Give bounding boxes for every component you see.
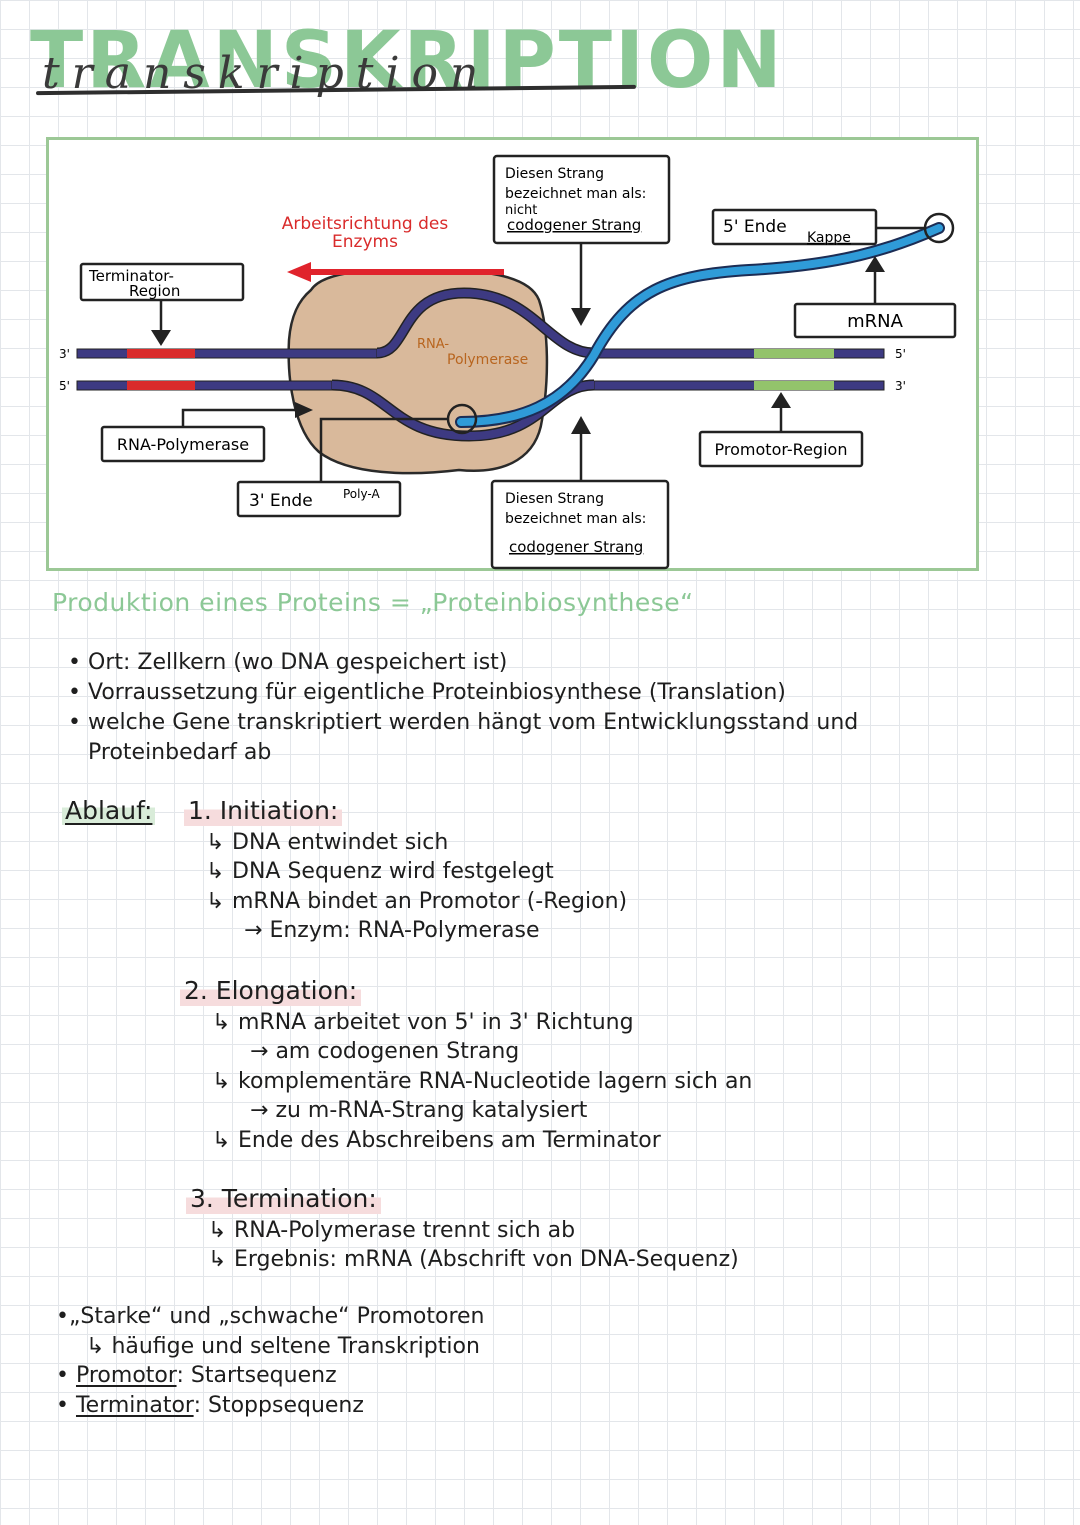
- phase-item: ↳DNA entwindet sich: [206, 828, 627, 858]
- right-arrow-icon: →: [250, 1098, 269, 1123]
- coding-label-line3: codogener Strang: [509, 538, 643, 556]
- non-coding-label-line1: Diesen Strang: [505, 166, 604, 182]
- promoter-label: Promotor-Region: [715, 440, 848, 459]
- phase-item: ↳mRNA bindet an Promotor (-Region): [206, 887, 627, 917]
- promoter-pointer-arrow: [771, 392, 791, 408]
- hook-arrow-icon: ↳: [206, 888, 225, 914]
- three-prime-end-box: [236, 480, 402, 518]
- strand-bottom-right-label: 3': [895, 379, 906, 393]
- hook-arrow-icon: ↳: [208, 1247, 227, 1272]
- bullet-item: Vorraussetzung für eigentliche Proteinbi…: [68, 678, 968, 708]
- terminator-label-line2: Region: [129, 282, 180, 300]
- enzyme-direction-arrow: [287, 262, 504, 282]
- mrna-pointer-arrow: [865, 256, 885, 272]
- phase-item: ↳RNA-Polymerase trennt sich ab: [208, 1216, 739, 1246]
- non-coding-pointer-arrow: [571, 308, 591, 326]
- non-coding-label-line4: codogener Strang: [507, 216, 641, 234]
- strand-top-right-label: 5': [895, 347, 906, 361]
- hook-arrow-icon: ↳: [86, 1333, 105, 1359]
- phase-item: ↳mRNA arbeitet von 5' in 3' Richtung: [212, 1008, 752, 1038]
- bullet-item: Ort: Zellkern (wo DNA gespeichert ist): [68, 648, 968, 678]
- mrna-label: mRNA: [847, 311, 904, 332]
- note-line: •„Starke“ und „schwache“ Promotoren: [56, 1304, 485, 1329]
- five-prime-end-sublabel: Kappe: [807, 230, 851, 246]
- hook-arrow-icon: ↳: [212, 1009, 231, 1035]
- polymerase-center-label-2: Polymerase: [447, 352, 528, 368]
- terminator-term: Terminator: [75, 1392, 194, 1418]
- phase-item: ↳DNA Sequenz wird festgelegt: [206, 857, 627, 887]
- dna-top-strand-bubble-fill: [376, 288, 595, 357]
- terminator-label-line1: Terminator-: [88, 267, 174, 285]
- phase-title: 1. Initiation:: [184, 796, 343, 826]
- hook-arrow-icon: ↳: [212, 1068, 231, 1094]
- note-line: • Promotor: Startsequenz: [56, 1363, 337, 1388]
- phase-item: ↳Ende des Abschreibens am Terminator: [212, 1126, 752, 1156]
- strand-bottom-left-label: 5': [59, 379, 70, 393]
- right-arrow-icon: →: [244, 918, 263, 943]
- coding-label-line1: Diesen Strang: [505, 491, 604, 507]
- hook-arrow-icon: ↳: [206, 829, 225, 855]
- bullet-list: Ort: Zellkern (wo DNA gespeichert ist) V…: [68, 648, 968, 768]
- promotor-term: Promotor: [75, 1363, 177, 1388]
- non-coding-label-line3: nicht: [505, 203, 537, 218]
- polymerase-pointer-arrow: [295, 402, 313, 418]
- note-line: ↳ häufige und seltene Transkription: [86, 1333, 480, 1359]
- polymerase-label: RNA-Polymerase: [117, 435, 249, 454]
- phase-initiation: 1. Initiation: ↳DNA entwindet sich ↳DNA …: [184, 796, 627, 946]
- direction-label-line2: Enzyms: [332, 232, 398, 252]
- three-prime-end-label: 3' Ende: [249, 491, 313, 511]
- coding-pointer-arrow: [571, 416, 591, 434]
- coding-label-line2: bezeichnet man als:: [505, 511, 646, 527]
- bullet-item: welche Gene transkriptiert werden hängt …: [68, 708, 968, 768]
- terminator-pointer-arrow: [151, 330, 171, 346]
- phase-title: 3. Termination:: [186, 1184, 381, 1214]
- direction-label-line1: Arbeitsrichtung des: [282, 214, 449, 234]
- three-prime-end-sublabel: Poly-A: [343, 487, 380, 501]
- ablauf-label: Ablauf:: [62, 796, 156, 825]
- phase-elongation: 2. Elongation: ↳mRNA arbeitet von 5' in …: [180, 976, 752, 1155]
- phase-subitem: → Enzym: RNA-Polymerase: [244, 918, 540, 943]
- note-line: • Terminator: Stoppsequenz: [56, 1392, 364, 1418]
- hook-arrow-icon: ↳: [212, 1127, 231, 1153]
- phase-item: ↳Ergebnis: mRNA (Abschrift von DNA-Seque…: [208, 1245, 739, 1275]
- transcription-diagram: Arbeitsrichtung des Enzyms RNA- Polymera…: [46, 137, 979, 571]
- non-coding-label-line2: bezeichnet man als:: [505, 186, 646, 202]
- hook-arrow-icon: ↳: [206, 859, 225, 884]
- phase-subitem: → zu m-RNA-Strang katalysiert: [250, 1098, 588, 1123]
- phase-termination: 3. Termination: ↳RNA-Polymerase trennt s…: [186, 1184, 739, 1275]
- phase-subitem: → am codogenen Strang: [250, 1039, 520, 1064]
- polymerase-center-label-1: RNA-: [417, 337, 449, 352]
- notes-section: •„Starke“ und „schwache“ Promotoren ↳ hä…: [56, 1302, 484, 1420]
- section-subtitle: Produktion eines Proteins = „Proteinbios…: [52, 588, 694, 617]
- diagram-canvas: Arbeitsrichtung des Enzyms RNA- Polymera…: [59, 154, 957, 570]
- mrna-strand: [457, 224, 943, 426]
- strand-top-left-label: 3': [59, 347, 70, 361]
- right-arrow-icon: →: [250, 1039, 269, 1064]
- hook-arrow-icon: ↳: [208, 1217, 227, 1243]
- phase-item: ↳komplementäre RNA-Nucleotide lagern sic…: [212, 1067, 752, 1097]
- five-prime-end-label: 5' Ende: [723, 217, 787, 237]
- phase-title: 2. Elongation:: [180, 976, 362, 1006]
